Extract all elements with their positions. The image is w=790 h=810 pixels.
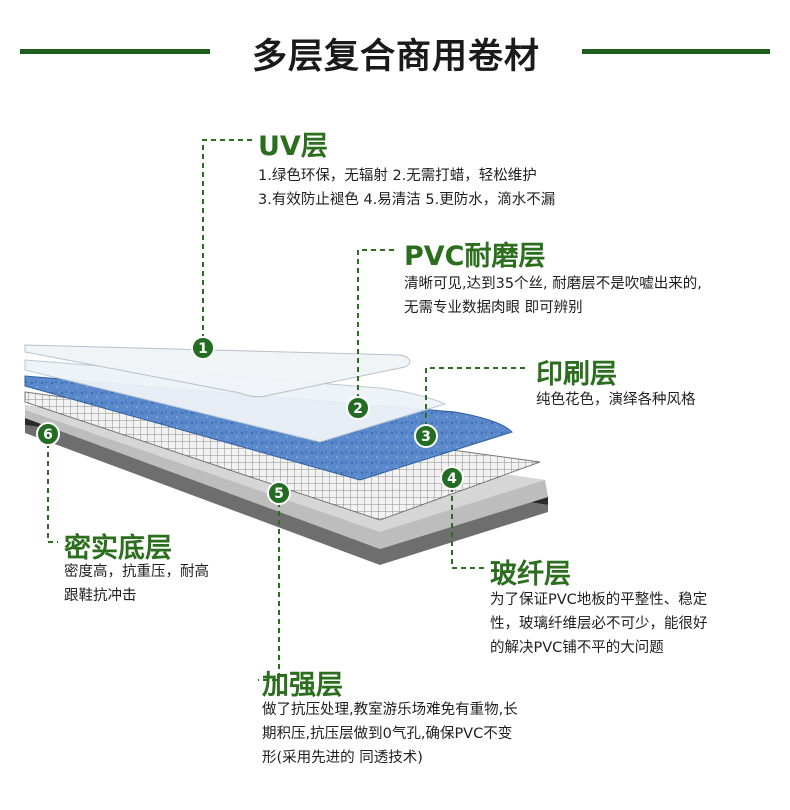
fiberglass-desc-line-3: 的解决PVC铺不平的大问题 — [490, 640, 664, 656]
badge-2: 2 — [346, 396, 370, 420]
base-desc-line-1: 密度高，抗重压，耐高 — [64, 564, 209, 580]
base-layer-title: 密实底层 — [64, 533, 172, 564]
svg-text:6: 6 — [43, 427, 53, 443]
badge-1: 1 — [191, 336, 215, 360]
wear-desc-line-1: 清晰可见,达到35个丝, 耐磨层不是吹嘘出来的, — [404, 276, 702, 292]
badge-4: 4 — [440, 466, 464, 490]
wear-layer-title: PVC耐磨层 — [404, 241, 546, 272]
reinforcement-desc-line-2: 期积压,抗压层做到0气孔,确保PVC不变 — [262, 726, 513, 742]
fiberglass-layer-title: 玻纤层 — [490, 559, 571, 590]
reinforcement-layer-description: 做了抗压处理,教室游乐场难免有重物,长 期积压,抗压层做到0气孔,确保PVC不变… — [262, 698, 518, 770]
print-layer-title: 印刷层 — [536, 359, 617, 390]
fiberglass-desc-line-1: 为了保证PVC地板的平整性、稳定 — [490, 592, 708, 608]
uv-layer-description: 1.绿色环保，无辐射 2.无需打蜡，轻松维护 3.有效防止褪色 4.易清洁 5.… — [258, 164, 555, 212]
badge-5: 5 — [267, 481, 291, 505]
uv-desc-line-1: 1.绿色环保，无辐射 2.无需打蜡，轻松维护 — [258, 168, 537, 184]
svg-text:5: 5 — [274, 486, 284, 502]
svg-text:4: 4 — [447, 471, 457, 487]
fiberglass-layer-description: 为了保证PVC地板的平整性、稳定 性，玻璃纤维层必不可少，能很好 的解决PVC铺… — [490, 588, 708, 660]
svg-text:2: 2 — [353, 401, 363, 417]
header-line-left — [20, 49, 210, 54]
base-layer-description: 密度高，抗重压，耐高 跟鞋抗冲击 — [64, 560, 209, 608]
svg-text:1: 1 — [198, 341, 208, 357]
badge-6: 6 — [36, 422, 60, 446]
uv-layer-title: UV层 — [258, 131, 328, 162]
print-desc-line-1: 纯色花色，演绎各种风格 — [536, 392, 696, 408]
print-layer-description: 纯色花色，演绎各种风格 — [536, 388, 696, 412]
wear-layer-description: 清晰可见,达到35个丝, 耐磨层不是吹嘘出来的, 无需专业数据肉眼 即可辨别 — [404, 272, 702, 320]
page-title: 多层复合商用卷材 — [251, 37, 540, 77]
leader-lines — [47, 139, 528, 681]
reinforcement-desc-line-3: 形(采用先进的 同透技术) — [262, 750, 423, 766]
wear-desc-line-2: 无需专业数据肉眼 即可辨别 — [404, 300, 583, 316]
uv-layer-shape — [24, 344, 411, 398]
reinforcement-desc-line-1: 做了抗压处理,教室游乐场难免有重物,长 — [262, 702, 518, 718]
svg-text:3: 3 — [421, 429, 431, 445]
fiberglass-desc-line-2: 性，玻璃纤维层必不可少，能很好 — [490, 616, 708, 632]
header-line-right — [582, 49, 770, 54]
base-desc-line-2: 跟鞋抗冲击 — [64, 588, 137, 604]
badge-3: 3 — [414, 424, 438, 448]
reinforcement-layer-title: 加强层 — [262, 670, 343, 701]
uv-desc-line-2: 3.有效防止褪色 4.易清洁 5.更防水，滴水不漏 — [258, 192, 556, 208]
